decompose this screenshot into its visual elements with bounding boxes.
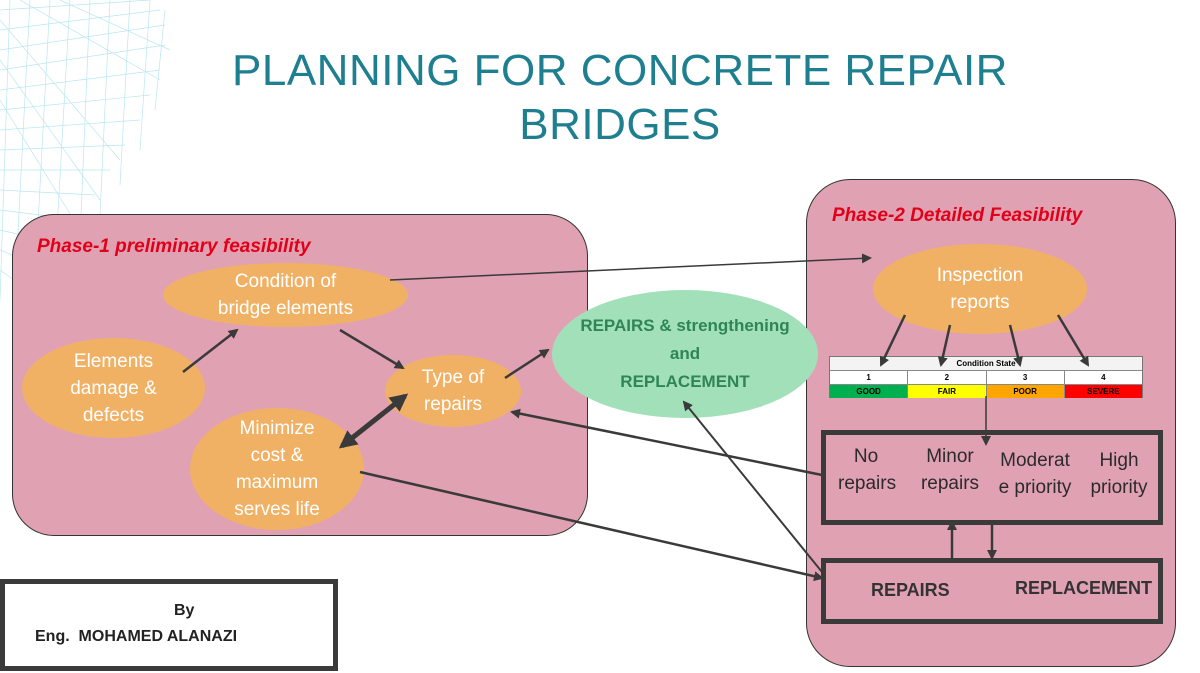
priority-line: Minor: [926, 446, 974, 467]
node-line: and: [669, 344, 701, 363]
node-line: Condition of: [234, 271, 337, 292]
arrow-actions-to-center: [682, 400, 823, 573]
node-line: repairs: [423, 394, 483, 415]
priority-moderate: Moderat e priority: [989, 447, 1081, 501]
condition-severe: SEVERE: [1064, 385, 1142, 398]
type-of-repairs-node: Type of repairs: [385, 355, 521, 427]
priority-no-repairs: No repairs: [838, 443, 897, 497]
node-line: REPAIRS & strengthening: [580, 316, 790, 335]
action-box: [821, 558, 1163, 624]
author-credit-box: By Eng. MOHAMED ALANAZI: [0, 579, 338, 671]
priority-line: Moderat: [1000, 450, 1070, 471]
node-line: REPLACEMENT: [620, 372, 750, 391]
elements-damage-node: Elements damage & defects: [22, 338, 205, 438]
node-line: reports: [950, 292, 1010, 313]
condition-number: 2: [908, 371, 987, 384]
minimize-cost-node: Minimize cost & maximum serves life: [190, 408, 364, 530]
condition-state-table: Condition State 1 2 3 4 GOOD FAIR POOR S…: [829, 356, 1143, 398]
credit-name: Eng. MOHAMED ALANAZI: [35, 628, 238, 645]
condition-good: GOOD: [830, 385, 909, 398]
phase-1-label: Phase-1 preliminary feasibility: [37, 236, 311, 257]
action-replacement: REPLACEMENT: [1015, 578, 1153, 598]
credit-by: By: [174, 602, 195, 619]
node-line: defects: [82, 404, 145, 426]
priority-line: repairs: [920, 473, 980, 494]
condition-number: 4: [1101, 373, 1106, 382]
node-line: bridge elements: [217, 298, 354, 319]
action-repairs: REPAIRS: [871, 580, 950, 600]
node-line: Elements: [73, 350, 154, 372]
node-line: cost &: [250, 445, 304, 466]
condition-state-header: Condition State: [830, 357, 1142, 371]
node-line: damage &: [70, 377, 157, 399]
node-line: serves life: [234, 499, 320, 520]
priority-line: e priority: [998, 477, 1072, 498]
phase-2-label: Phase-2 Detailed Feasibility: [832, 205, 1083, 226]
priority-high: High priority: [1081, 447, 1157, 501]
page-title: PLANNING FOR CONCRETE REPAIR BRIDGES: [150, 44, 1090, 152]
node-line: Type of: [421, 367, 485, 388]
node-line: Inspection: [936, 265, 1024, 286]
condition-poor: POOR: [986, 385, 1065, 398]
inspection-reports-node: Inspection reports: [873, 244, 1087, 334]
node-line: maximum: [235, 472, 319, 493]
condition-number: 1: [830, 371, 909, 384]
condition-fair: FAIR: [908, 385, 987, 398]
priority-line: High: [1099, 450, 1139, 471]
condition-of-bridge-elements-node: Condition of bridge elements: [163, 263, 408, 327]
priority-minor-repairs: Minor repairs: [912, 443, 988, 497]
node-line: Minimize: [239, 418, 315, 439]
priority-line: repairs: [838, 473, 897, 494]
title-line-2: BRIDGES: [519, 100, 721, 149]
priority-line: priority: [1090, 477, 1148, 498]
priority-line: No: [853, 446, 879, 467]
repairs-strengthening-node: REPAIRS & strengthening and REPLACEMENT: [552, 290, 818, 418]
decorative-wireframe: [0, 0, 171, 301]
title-line-1: PLANNING FOR CONCRETE REPAIR: [232, 46, 1008, 95]
condition-number: 3: [987, 371, 1065, 384]
